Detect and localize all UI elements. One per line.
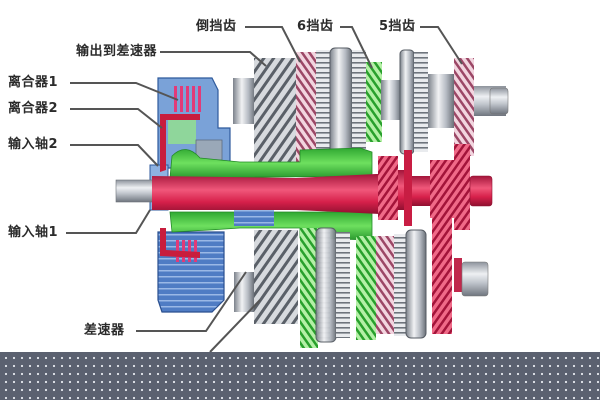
- label-clutch1: 离合器1: [8, 75, 59, 90]
- leader-output-to-diff: [160, 51, 267, 67]
- dual-clutch-housing: [149, 77, 231, 313]
- leader-differential-gear: [209, 299, 261, 353]
- upper-shaft-collar: [381, 80, 401, 120]
- label-differential: 差速器: [84, 323, 125, 338]
- gear5-pink: [454, 58, 474, 156]
- leader-input-shaft2: [70, 144, 159, 167]
- leader-differential: [136, 271, 247, 332]
- synchronizer-upper-1: [316, 47, 366, 157]
- label-reverse-gear: 倒挡齿: [196, 19, 237, 34]
- synchronizer-lower-2: [394, 229, 427, 339]
- lower-pink-gear: [376, 236, 394, 334]
- synchronizer-lower-1: [315, 227, 350, 343]
- label-gear6: 6挡齿: [297, 19, 334, 34]
- gear6-green: [366, 62, 382, 142]
- label-input-shaft2: 输入轴2: [8, 137, 59, 152]
- label-clutch2: 离合器2: [8, 101, 59, 116]
- leader-gear5: [420, 26, 463, 65]
- synchronizer-upper-2: [399, 49, 454, 155]
- input-shaft-2-hollow: [169, 147, 376, 348]
- upper-output-shaft-end: [474, 86, 509, 116]
- leader-lines: [66, 26, 463, 353]
- label-gear5: 5挡齿: [379, 19, 416, 34]
- leader-clutch1: [70, 82, 179, 101]
- lower-output-shaft-end: [454, 258, 489, 297]
- leader-gear6: [340, 26, 373, 69]
- differential-gear-lower: [234, 230, 298, 324]
- clutch2-drum: [160, 114, 200, 172]
- label-output-to-differential: 输出到差速器: [76, 44, 158, 59]
- leader-reverse-gear: [245, 26, 301, 63]
- leader-input-shaft1: [66, 209, 151, 234]
- bottom-dotted-band: [0, 352, 600, 400]
- label-input-shaft1: 输入轴1: [8, 225, 59, 240]
- clutch2-plates: [168, 120, 196, 144]
- input-shaft-1-solid: [115, 144, 493, 230]
- output-gear-upper: [233, 52, 316, 172]
- lower-red-gear: [432, 216, 452, 334]
- leader-clutch2: [70, 108, 163, 129]
